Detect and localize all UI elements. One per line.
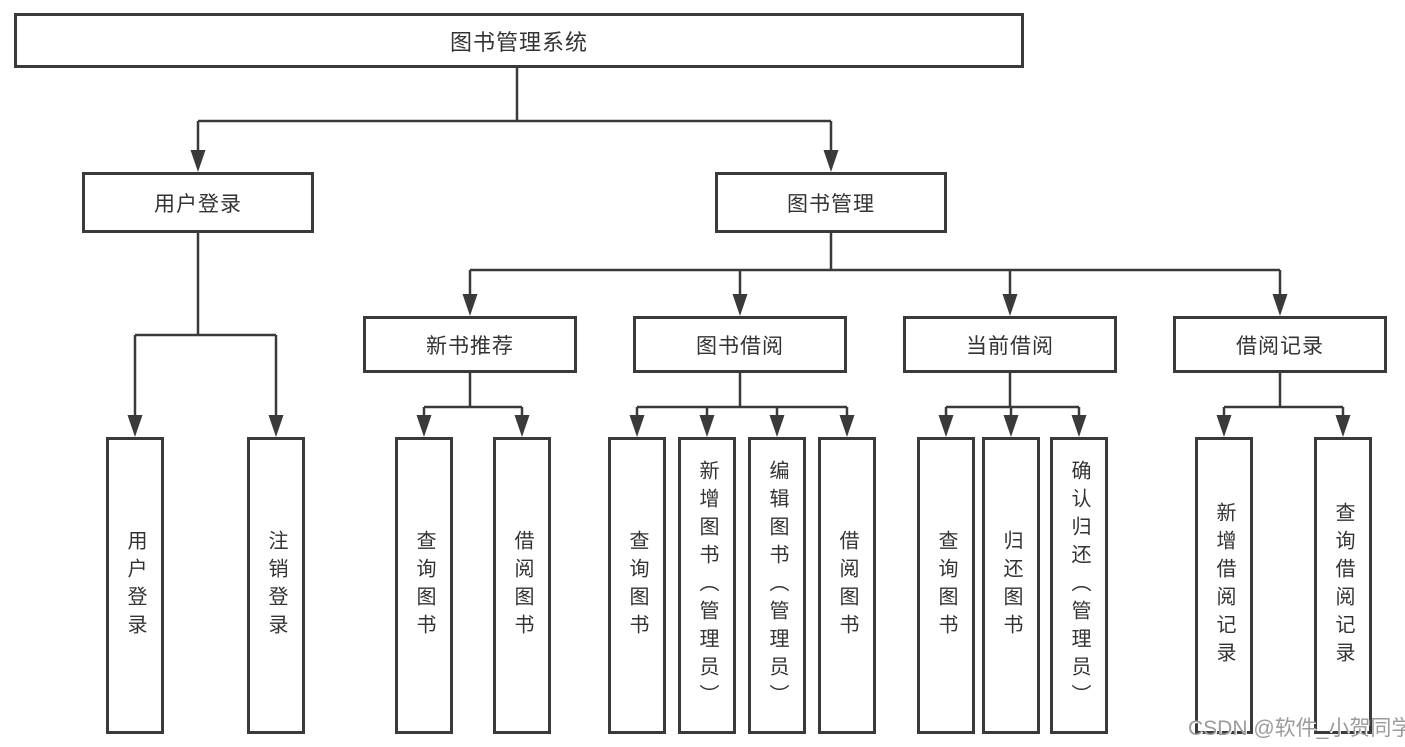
node-book-borrowing: 图书借阅 bbox=[633, 316, 847, 373]
node-current-borrowing: 当前借阅 bbox=[903, 316, 1117, 373]
csdn-watermark: CSDN @软件_小贺同学 bbox=[1188, 717, 1405, 740]
leaf-add-borrow-record: 新增借阅记录 bbox=[1195, 437, 1253, 734]
leaf-edit-books-admin: 编辑图书（管理员） bbox=[748, 437, 806, 734]
leaf-borrow-books-recommendation: 借阅图书 bbox=[493, 437, 551, 734]
leaf-query-books-current: 查询图书 bbox=[917, 437, 975, 734]
leaf-add-books-admin: 新增图书（管理员） bbox=[678, 437, 736, 734]
leaf-return-books: 归还图书 bbox=[982, 437, 1040, 734]
node-root-library-management-system: 图书管理系统 bbox=[14, 13, 1024, 68]
leaf-user-login: 用户登录 bbox=[106, 437, 164, 734]
leaf-query-books-recommendation: 查询图书 bbox=[395, 437, 453, 734]
node-book-management: 图书管理 bbox=[715, 172, 947, 233]
leaf-query-borrow-record: 查询借阅记录 bbox=[1314, 437, 1372, 734]
node-borrowing-records: 借阅记录 bbox=[1173, 316, 1387, 373]
node-new-book-recommendation: 新书推荐 bbox=[363, 316, 577, 373]
leaf-borrow-books-borrowing: 借阅图书 bbox=[818, 437, 876, 734]
leaf-logout: 注销登录 bbox=[247, 437, 305, 734]
node-user-login: 用户登录 bbox=[82, 172, 314, 233]
leaf-confirm-return-admin: 确认归还（管理员） bbox=[1050, 437, 1108, 734]
leaf-query-books-borrowing: 查询图书 bbox=[608, 437, 666, 734]
